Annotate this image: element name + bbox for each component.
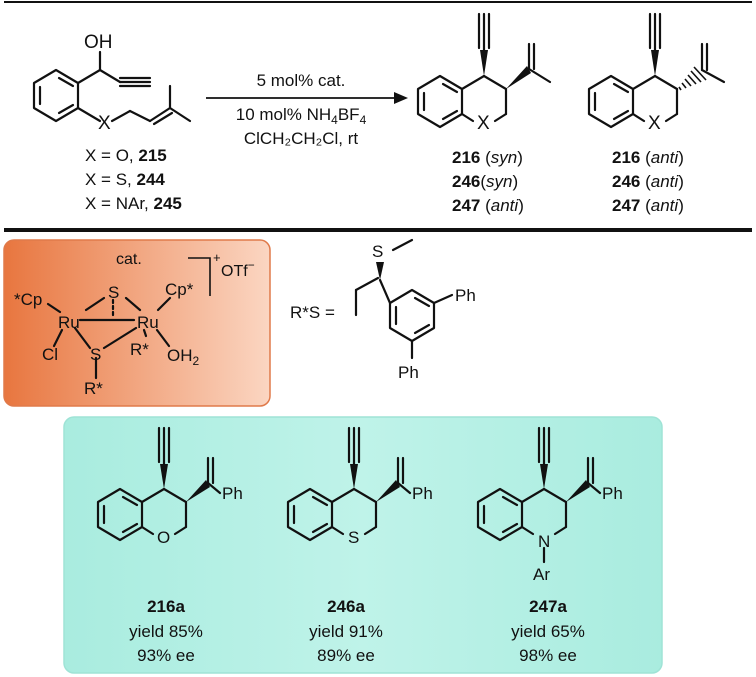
reactant-row-215: X = O, 215 [85,146,167,165]
example-216a-yield: yield 85% [129,622,203,641]
catalyst-bracket [188,257,211,296]
ligand-structure [354,238,454,360]
product-syn-row-246: 246(syn) [452,172,518,191]
reactant-row-245: X = NAr, 245 [85,194,182,213]
catalyst-cp-right: Cp* [165,280,194,299]
catalyst-cl: Cl [42,345,58,364]
example-246a-heteroatom: S [348,528,359,547]
example-247a-structure [476,426,602,564]
catalyst-rstar-bottom: R* [84,379,103,398]
product-anti-row-216: 216 (anti) [612,148,684,167]
product-syn-row-216: 216 (syn) [452,148,523,167]
catalyst-title: cat. [116,251,142,268]
ligand-ph-top: Ph [455,286,476,305]
example-247a-ee: 98% ee [519,646,577,665]
ligand-ph-bottom: Ph [398,363,419,382]
product-anti-row-246: 246 (anti) [612,172,684,191]
example-247a-substituent: Ar [533,565,550,584]
reactant-x-label: X [98,113,111,134]
conditions-additive: 10 mol% NH4BF4 [236,105,367,127]
example-246a-ph: Ph [412,484,433,503]
catalyst-s-bridge-bottom: S [90,345,101,364]
catalyst-oh2: OH2 [167,346,200,368]
example-246a-yield: yield 91% [309,622,383,641]
example-216a-heteroatom: O [157,528,170,547]
catalyst-s-bridge-top: S [108,283,119,302]
example-216a-ph: Ph [222,484,243,503]
catalyst-counterion: OTf− [221,258,255,280]
example-247a-ph: Ph [602,484,623,503]
ligand-label: R*S = [290,303,335,322]
example-247a-code: 247a [529,597,567,616]
product-syn-row-247: 247 (anti) [452,196,524,215]
product-syn-x-label: X [477,113,490,134]
example-246a-structure [286,426,412,542]
product-anti-structure [587,12,726,129]
catalyst-ru-left: Ru [58,313,80,332]
example-246a-code: 246a [327,597,365,616]
catalyst-ru-right: Ru [137,313,159,332]
catalyst-box [3,239,271,407]
reaction-arrow-head [394,92,408,104]
conditions-solvent: ClCH₂CH₂Cl, rt [244,129,359,148]
product-anti-x-label: X [648,113,661,134]
example-216a-structure [96,426,222,542]
ligand-s: S [372,242,383,261]
catalyst-structure [46,296,172,380]
conditions-catalyst: 5 mol% cat. [257,71,346,90]
example-246a-ee: 89% ee [317,646,375,665]
example-247a-yield: yield 65% [511,622,585,641]
reactant-oh-label: OH [84,32,113,53]
product-syn-structure [416,12,552,129]
catalyst-rstar-right: R* [130,340,149,359]
product-anti-row-247: 247 (anti) [612,196,684,215]
reactant-structure [32,50,192,126]
catalyst-cp-left: *Cp [14,290,42,309]
catalyst-charge: + [213,250,221,265]
example-247a-heteroatom: N [538,532,550,551]
example-216a-ee: 93% ee [137,646,195,665]
reactant-row-244: X = S, 244 [85,170,165,189]
example-216a-code: 216a [147,597,185,616]
